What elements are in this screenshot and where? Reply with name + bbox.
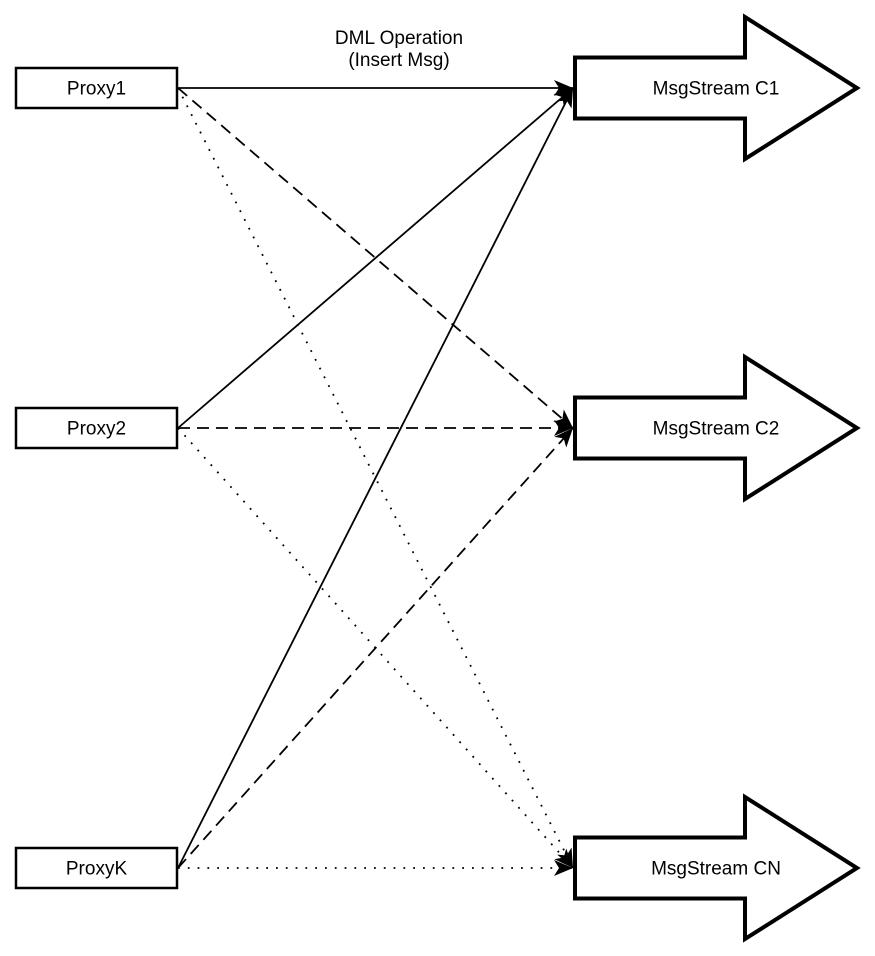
dml-operation-label-line2: (Insert Msg): [348, 50, 449, 71]
dml-operation-label-line1: DML Operation: [335, 28, 463, 49]
block-arrow-right-icon: [573, 353, 861, 503]
block-arrow-right-icon: [573, 793, 861, 943]
proxyk-label: ProxyK: [66, 859, 128, 880]
connector-lines: [177, 80, 574, 876]
proxyk-box: [14, 846, 179, 890]
connector-proxy2-to-c1: [177, 87, 574, 429]
msgstream-cn-label: MsgStream CN: [651, 859, 781, 880]
proxy-node-proxy2: Proxy2: [14, 406, 179, 450]
connector-proxy2-to-cn: [177, 427, 574, 869]
stream-node-c1: MsgStream C1: [573, 13, 861, 163]
connector-proxy1-to-c2: [177, 87, 574, 429]
block-arrow-right-icon: [573, 13, 861, 163]
stream-node-c2: MsgStream C2: [573, 353, 861, 503]
connector-proxyk-to-c1: [177, 87, 574, 869]
proxy-node-proxyk: ProxyK: [14, 846, 179, 890]
proxy1-box: [14, 66, 179, 110]
msgstream-c1-label: MsgStream C1: [653, 79, 780, 100]
proxy2-box: [14, 406, 179, 450]
proxy-node-proxy1: Proxy1: [14, 66, 179, 110]
msgstream-c2-label: MsgStream C2: [653, 419, 780, 440]
proxy2-label: Proxy2: [67, 419, 126, 440]
proxy1-label: Proxy1: [67, 79, 126, 100]
stream-node-cn: MsgStream CN: [573, 793, 861, 943]
